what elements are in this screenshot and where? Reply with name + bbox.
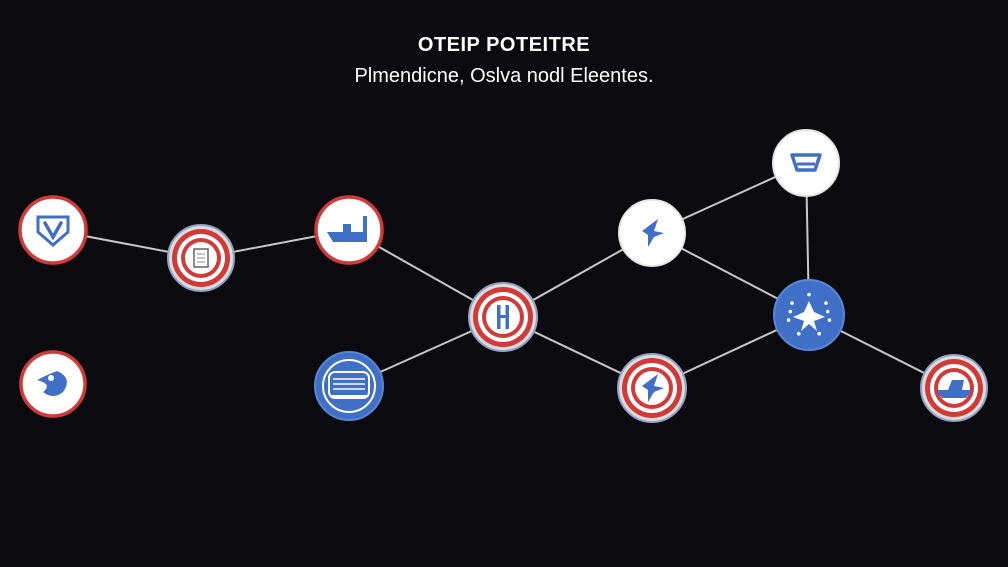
submarine-icon (327, 216, 367, 242)
node-n9[interactable] (772, 129, 840, 197)
diagram-header: OTEIP POTEITRE Plmendicne, Oslva nodl El… (0, 34, 1008, 88)
node-n11[interactable] (920, 354, 988, 422)
fish-icon (37, 371, 67, 396)
star-burst-icon (793, 301, 825, 331)
node-n10[interactable] (773, 279, 845, 351)
bird-icon (642, 219, 664, 247)
ship-icon (936, 390, 972, 398)
node-n8[interactable] (617, 353, 687, 423)
v-shield-icon (36, 215, 70, 247)
grid-icon (328, 371, 370, 399)
node-n6[interactable] (468, 282, 538, 352)
node-layer (18, 129, 988, 423)
diagram-title: OTEIP POTEITRE (417, 34, 591, 56)
node-n2[interactable] (167, 224, 235, 292)
bird-icon (642, 374, 664, 402)
node-n1[interactable] (18, 195, 88, 265)
node-n5[interactable] (314, 351, 384, 421)
node-n7[interactable] (618, 199, 686, 267)
vessel-icon (790, 153, 822, 172)
diagram-subtitle: Plmendicne, Oslva nodl Eleentes. (354, 65, 654, 87)
node-n4[interactable] (19, 350, 87, 418)
node-n3[interactable] (314, 195, 384, 265)
